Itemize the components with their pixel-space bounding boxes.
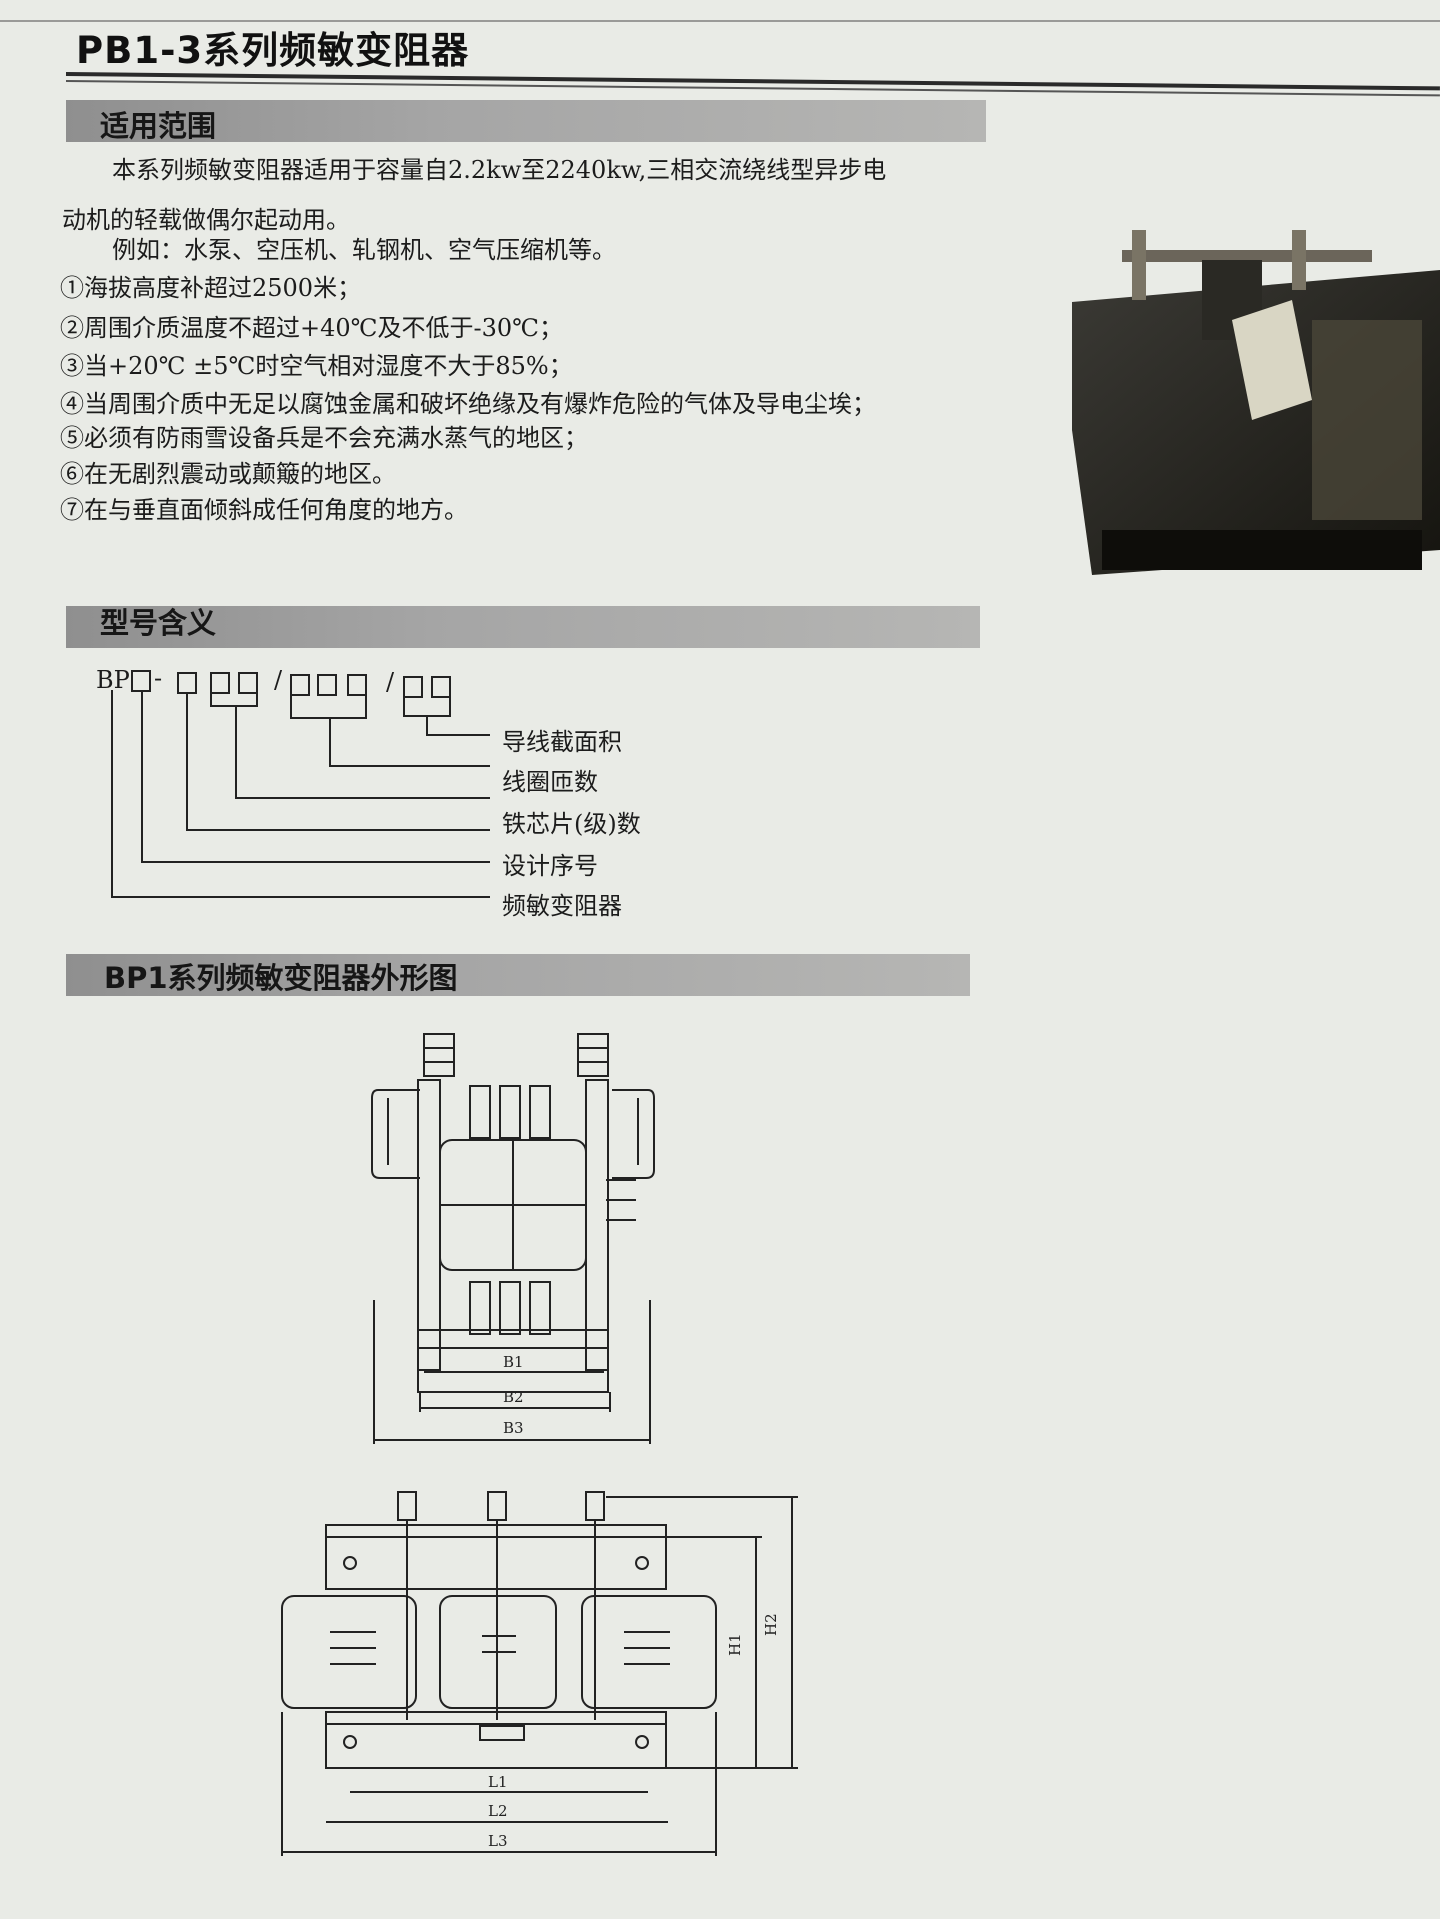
legend-conductor-section: 导线截面积: [502, 728, 622, 756]
model-code-prefix: BP: [96, 666, 130, 694]
condition-item: ②周围介质温度不超过+40℃及不低于-30℃；: [60, 314, 563, 342]
dim-h1: H1: [726, 1633, 744, 1656]
front-view-drawing: [371, 1033, 655, 1444]
legend-coil-turns: 线圈匝数: [502, 768, 598, 796]
condition-item: ③当+20℃ ±5℃时空气相对湿度不大于85%；: [60, 352, 573, 380]
model-section-bar: [66, 606, 980, 648]
legend-core-plates: 铁芯片(级)数: [502, 810, 641, 838]
side-view-drawing: [281, 1491, 798, 1856]
dim-b2: B2: [503, 1388, 524, 1406]
outline-section-bar: [66, 954, 970, 996]
dim-b3: B3: [503, 1419, 524, 1437]
scope-intro-line1: 本系列频敏变阻器适用于容量自2.2kw至2240kw,三相交流绕线型异步电: [112, 156, 887, 184]
outline-heading: BP1系列频敏变阻器外形图: [104, 961, 458, 995]
dim-l2: L2: [488, 1802, 508, 1820]
scope-example: 例如：水泵、空压机、轧钢机、空气压缩机等。: [112, 236, 616, 264]
condition-item: ④当周围介质中无足以腐蚀金属和破坏绝缘及有爆炸危险的气体及导电尘埃；: [60, 390, 876, 418]
top-rule: [0, 20, 1440, 22]
legend-design-number: 设计序号: [502, 852, 598, 880]
front-dimension-labels: B1 B2 B3: [503, 1353, 524, 1437]
model-code-slash: /: [274, 666, 283, 694]
dim-b1: B1: [503, 1353, 524, 1371]
dim-l3: L3: [488, 1832, 508, 1850]
scope-heading: 适用范围: [100, 109, 217, 143]
model-code-leaders: [111, 690, 490, 898]
product-photo: [1072, 230, 1440, 575]
scope-section-bar: [66, 100, 986, 142]
model-code-boxes: [131, 670, 451, 698]
scope-intro-line2: 动机的轻载做偶尔起动用。: [62, 206, 350, 234]
side-dimension-labels: L1 L2 L3 H1 H2: [488, 1613, 780, 1850]
model-code-slash: /: [386, 668, 395, 696]
model-heading: 型号含义: [100, 606, 217, 640]
model-code-dash: -: [154, 664, 163, 692]
condition-item: ①海拔高度补超过2500米；: [60, 274, 362, 302]
dim-l1: L1: [488, 1773, 508, 1791]
condition-item: ⑦在与垂直面倾斜成任何角度的地方。: [60, 496, 468, 524]
condition-item: ⑥在无剧烈震动或颠簸的地区。: [60, 460, 396, 488]
page-title: PB1-3系列频敏变阻器: [76, 29, 470, 72]
condition-item: ⑤必须有防雨雪设备兵是不会充满水蒸气的地区；: [60, 424, 588, 452]
dim-h2: H2: [762, 1613, 780, 1636]
legend-frequency-rheostat: 频敏变阻器: [502, 892, 622, 920]
